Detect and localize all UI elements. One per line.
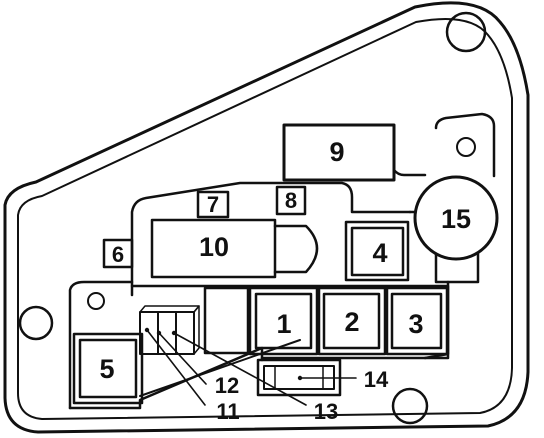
fuse-8 — [275, 185, 307, 216]
diagonal-separator — [139, 339, 301, 397]
left-lower-frame — [68, 346, 264, 410]
label-3: 3 — [408, 309, 423, 339]
label-12: 12 — [215, 373, 239, 398]
label-6: 6 — [112, 242, 124, 267]
relay-9-ledge — [392, 146, 427, 177]
label-10: 10 — [199, 232, 229, 262]
right-bracket — [434, 112, 496, 178]
label-15: 15 — [441, 204, 471, 234]
relay-9 — [282, 123, 396, 182]
label-8: 8 — [285, 188, 297, 213]
mounting-hole-top-right — [445, 11, 487, 53]
mounting-hole-bottom-left — [18, 305, 54, 341]
relay-4 — [344, 220, 410, 282]
module-10 — [150, 218, 277, 279]
label-13: 13 — [314, 399, 338, 424]
label-5: 5 — [99, 354, 114, 384]
fuse-6 — [102, 238, 134, 269]
label-9: 9 — [329, 137, 344, 167]
label-1: 1 — [276, 309, 291, 339]
mounting-hole-bottom-right — [391, 387, 429, 425]
mounting-hole-center-left — [87, 292, 105, 310]
compartment-wall-upper — [130, 181, 412, 297]
leader-lines — [146, 329, 357, 406]
fuse-7 — [196, 190, 230, 219]
label-4: 4 — [372, 238, 387, 268]
leader-dots — [144, 327, 303, 381]
label-2: 2 — [344, 307, 359, 337]
label-14: 14 — [364, 367, 389, 392]
relay-1 — [248, 286, 319, 356]
housing-outer-outline — [3, 1, 530, 434]
label-11: 11 — [216, 399, 239, 424]
relay-3 — [385, 286, 449, 356]
component-15 — [413, 175, 499, 261]
relay-2 — [317, 286, 387, 356]
right-bracket-lower — [423, 250, 480, 360]
mounting-hole-right-small — [456, 137, 476, 157]
label-7: 7 — [207, 192, 219, 217]
housing-inner-outline — [17, 18, 513, 420]
left-shelf-wall — [68, 280, 134, 410]
relay-5 — [72, 332, 144, 405]
empty-slot — [203, 286, 250, 355]
module-10-tip — [273, 224, 319, 274]
